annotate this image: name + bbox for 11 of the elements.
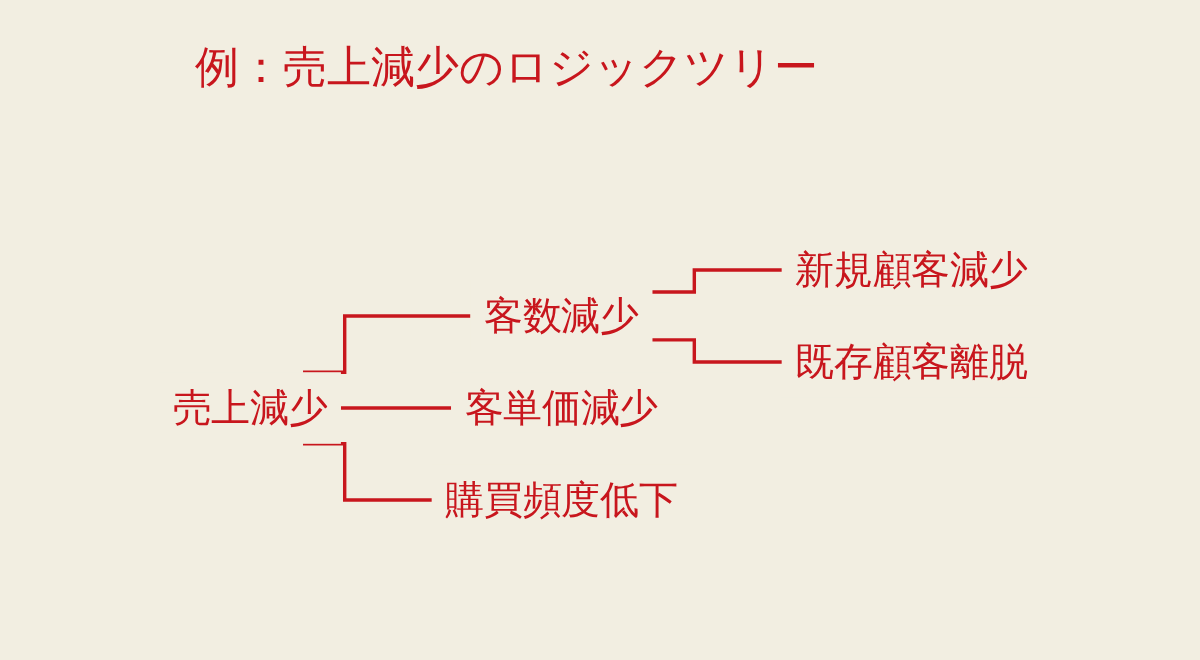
connector [652, 338, 782, 364]
connector [303, 314, 471, 374]
node-text: 客単価減少 [464, 384, 658, 431]
node-text: 客数減少 [484, 292, 639, 339]
connector [652, 268, 782, 294]
node-text: 購買頻度低下 [445, 476, 678, 523]
connector [303, 442, 432, 502]
diagram-title: 例：売上減少のロジックツリー [195, 40, 818, 94]
node-text: 新規顧客減少 [795, 246, 1028, 293]
connector [340, 406, 452, 410]
node-text: 既存顧客離脱 [795, 338, 1028, 385]
